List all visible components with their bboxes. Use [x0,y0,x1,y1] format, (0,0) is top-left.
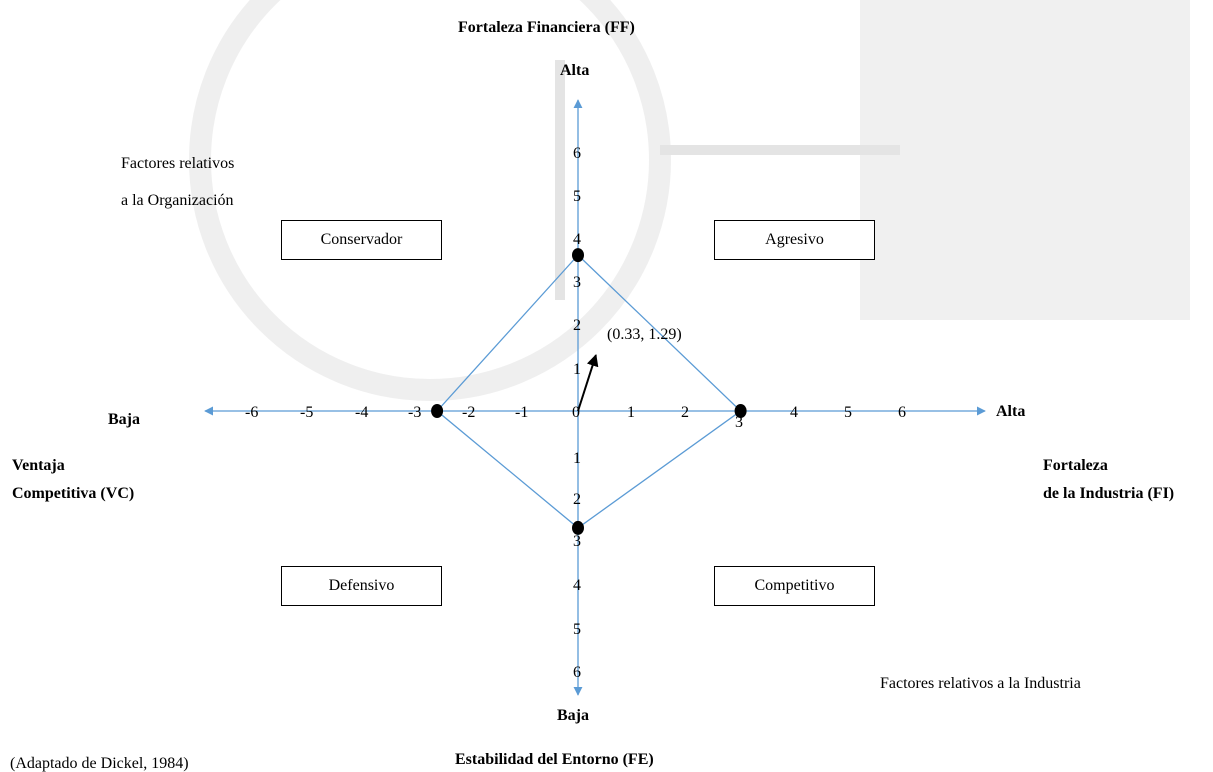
vc-axis-title-line2: Competitiva (VC) [12,485,135,502]
y-tick-label: 2 [573,491,581,508]
origin-tick-label: 0 [572,404,580,421]
x-tick-label: -1 [515,404,529,421]
x-tick-label: -4 [355,404,369,421]
polygon-vertex-vc [431,404,444,418]
bottom-end-label: Baja [557,707,589,724]
x-tick-label: -6 [245,404,259,421]
top-end-label: Alta [560,62,590,79]
ff-axis-title: Fortaleza Financiera (FF) [458,19,635,36]
direction-vector [577,354,599,412]
x-tick-label: -2 [462,404,476,421]
industry-factors-note: Factores relativos a la Industria [880,675,1081,692]
x-tick-label: 5 [844,404,852,421]
polygon-vertex-fe [572,520,584,535]
y-tick-label: 5 [573,621,581,638]
vc-axis-title-line1: Ventaja [12,457,65,474]
y-tick-label: 3 [573,533,581,550]
y-tick-label: 5 [573,188,581,205]
x-tick-label: -3 [408,404,422,421]
org-factors-note-line1: Factores relativos [121,155,235,172]
polygon-vertex-ff [572,248,584,263]
y-tick-label: 1 [573,450,581,467]
x-tick-label: -5 [300,404,314,421]
right-end-label: Alta [996,403,1026,420]
quadrant-competitivo: Competitivo [714,566,875,606]
fe-axis-title: Estabilidad del Entorno (FE) [455,751,654,768]
fi-axis-title-line1: Fortaleza [1043,457,1108,474]
quadrant-agresivo: Agresivo [714,220,875,260]
left-end-label: Baja [108,411,140,428]
fi-axis-title-line2: de la Industria (FI) [1043,485,1175,502]
vector-label: (0.33, 1.29) [607,326,682,343]
y-tick-label: 4 [573,231,581,248]
quadrant-defensivo: Defensivo [281,566,442,606]
y-tick-label: 4 [573,577,581,594]
x-tick-label: 3 [735,414,743,431]
y-tick-label: 3 [573,274,581,291]
quadrant-conservador: Conservador [281,220,442,260]
y-tick-label: 6 [573,664,581,681]
x-tick-label: 4 [790,404,798,421]
org-factors-note-line2: a la Organización [121,192,234,209]
x-tick-label: 6 [898,404,906,421]
x-tick-label: 1 [627,404,635,421]
y-tick-label: 1 [573,361,581,378]
y-tick-label: 2 [573,317,581,334]
source-note: (Adaptado de Dickel, 1984) [10,755,189,772]
position-polygon [436,254,742,529]
polygon-vertex-fi [734,404,747,418]
x-tick-label: 2 [681,404,689,421]
y-tick-label: 6 [573,145,581,162]
